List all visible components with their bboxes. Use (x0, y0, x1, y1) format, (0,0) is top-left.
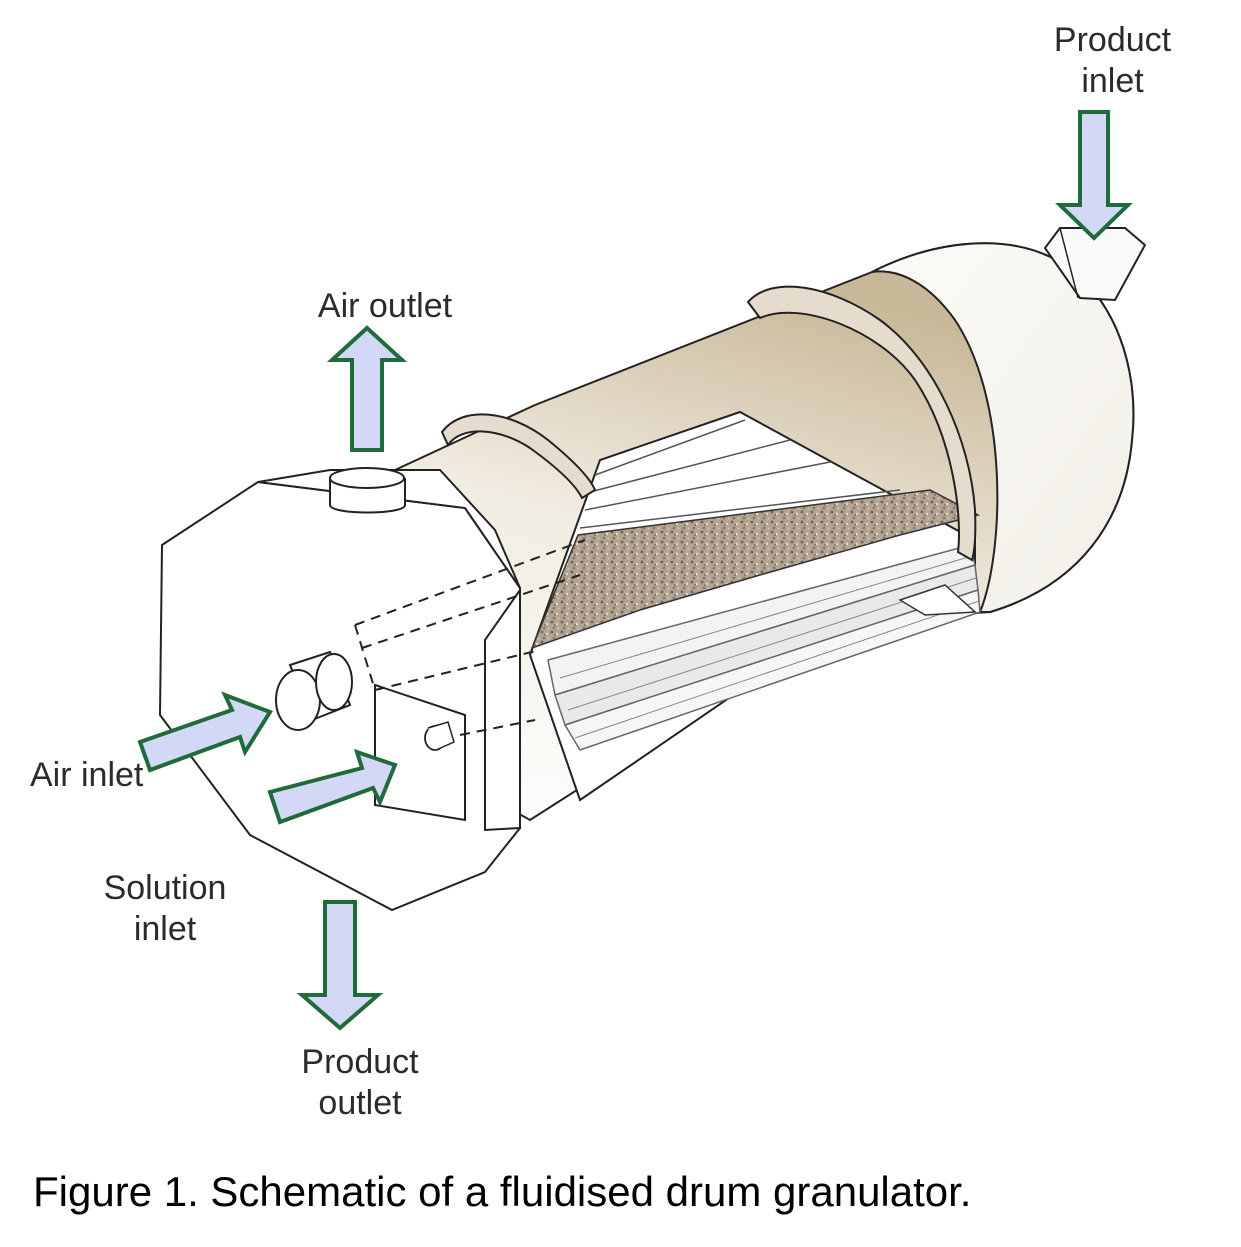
air-inlet-duct (275, 650, 353, 731)
product-outlet-label-line1: Product (301, 1043, 419, 1081)
air-inlet-label: Air inlet (30, 756, 144, 794)
solution-inlet-label: Solution inlet (85, 868, 245, 950)
housing-side-face (257, 469, 521, 589)
hidden-lines (354, 539, 586, 736)
drum-end-cap (871, 242, 1135, 613)
interior-slats (579, 419, 901, 529)
air-outlet-arrow (326, 325, 408, 452)
product-outlet-arrow (296, 900, 384, 1031)
figure-caption: Figure 1. Schematic of a fluidised drum … (33, 1168, 972, 1215)
solution-inlet-label-line2: inlet (133, 910, 197, 948)
solution-inlet-arrow (267, 748, 398, 825)
fluidising-plate (547, 544, 981, 751)
front-housing (158, 467, 586, 912)
bed-outlet-notch (898, 584, 977, 616)
product-inlet-label: Product inlet (1030, 20, 1195, 102)
air-inlet-arrow (137, 691, 273, 773)
product-inlet-label-line2: inlet (1081, 62, 1144, 100)
product-inlet-label-line1: Product (1053, 21, 1172, 59)
product-hopper (1043, 227, 1147, 302)
solution-plate (374, 683, 466, 822)
solution-inlet-label-line1: Solution (103, 869, 227, 907)
flow-arrows (137, 110, 1133, 1031)
product-outlet-label-line2: outlet (318, 1084, 402, 1122)
air-outlet-label: Air outlet (317, 287, 453, 325)
riding-ring-front (440, 413, 597, 500)
housing-edge (484, 586, 521, 832)
granule-bed (530, 489, 981, 650)
product-inlet-arrow (1055, 110, 1133, 241)
riding-ring-rear (746, 285, 977, 562)
air-outlet-stub (329, 467, 406, 514)
product-outlet-label: Product outlet (275, 1042, 445, 1124)
drum (393, 227, 1147, 822)
